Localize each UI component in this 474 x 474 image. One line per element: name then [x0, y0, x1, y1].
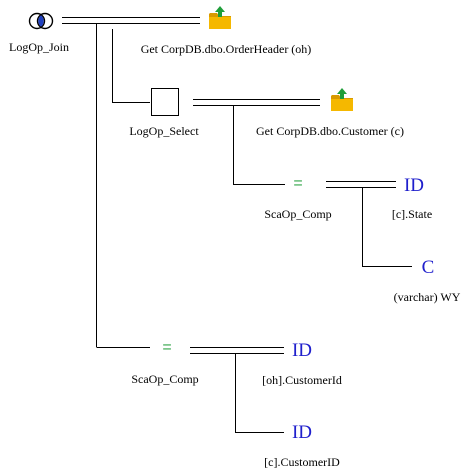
ident-state-label: [c].State [391, 207, 433, 221]
table-folder-icon [331, 88, 353, 111]
comparison-operator-icon: = [293, 175, 303, 192]
const-wy-label: (varchar) WY [393, 290, 461, 304]
comp-state-label: ScaOp_Comp [264, 207, 332, 221]
constant-icon: C [421, 257, 435, 278]
identifier-icon: ID [291, 340, 313, 361]
join-operator-icon [28, 12, 54, 30]
select-operator-icon [151, 88, 179, 116]
comparison-operator-icon: = [162, 339, 172, 356]
ident-c-customer-label: [c].CustomerID [264, 455, 340, 469]
ident-oh-customer-label: [oh].CustomerId [262, 373, 342, 387]
get-orderheader-label: Get CorpDB.dbo.OrderHeader (oh) [140, 42, 312, 56]
identifier-icon: ID [291, 422, 313, 443]
table-folder-icon [209, 6, 231, 29]
join-node-label: LogOp_Join [9, 40, 69, 54]
select-node-label: LogOp_Select [129, 124, 199, 138]
get-customer-label: Get CorpDB.dbo.Customer (c) [256, 124, 404, 138]
comp-customer-label: ScaOp_Comp [131, 372, 199, 386]
identifier-icon: ID [403, 175, 425, 196]
